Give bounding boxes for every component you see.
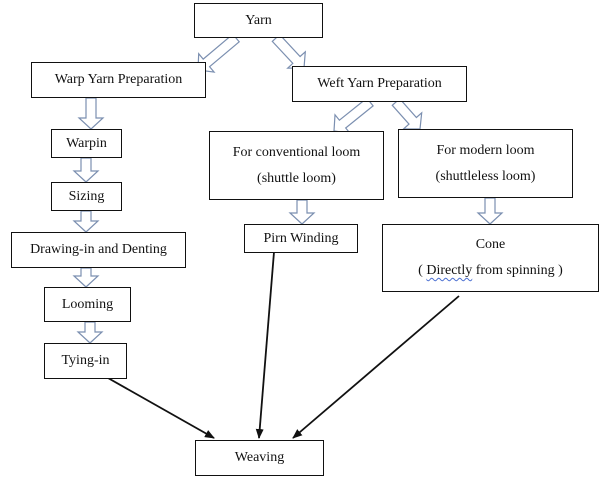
node-drawing-in-and-denting-label: Drawing-in and Denting: [30, 242, 167, 257]
block-arrow-weft-prep-to-conventional: [333, 97, 374, 135]
node-sizing: Sizing: [51, 182, 122, 211]
node-sizing-label: Sizing: [68, 188, 105, 204]
block-arrow-warp-prep-to-warpin: [77, 97, 105, 130]
node-pirn-winding: Pirn Winding: [244, 224, 358, 253]
node-cone-line1: Cone: [475, 237, 506, 252]
node-warp-yarn-preparation: Warp Yarn Preparation: [31, 62, 206, 98]
spellcheck-underlined-word: Directly: [426, 263, 473, 278]
node-tying-in: Tying-in: [44, 343, 127, 379]
block-arrow-sizing-to-drawing-in: [72, 210, 100, 233]
arrow-pirn-winding-to-weaving: [255, 251, 275, 439]
node-conventional-loom-line1: For conventional loom: [232, 144, 361, 160]
node-looming-label: Looming: [61, 296, 114, 312]
block-arrow-weft-prep-to-modern: [391, 97, 423, 130]
node-conventional-loom: For conventional loom (shuttle loom): [209, 131, 384, 200]
node-weaving: Weaving: [195, 440, 324, 476]
node-modern-loom-line1: For modern loom: [436, 142, 535, 158]
block-arrow-looming-to-tying-in: [76, 321, 104, 344]
block-arrow-yarn-to-warp-prep: [197, 33, 241, 73]
node-warpin: Warpin: [51, 129, 122, 158]
block-arrow-conventional-to-pirn: [288, 199, 316, 225]
node-weft-yarn-preparation: Weft Yarn Preparation: [292, 66, 467, 102]
node-drawing-in-and-denting: Drawing-in and Denting: [11, 232, 186, 268]
node-weft-yarn-preparation-label: Weft Yarn Preparation: [317, 76, 442, 91]
node-looming: Looming: [44, 287, 131, 322]
node-tying-in-label: Tying-in: [61, 353, 110, 368]
node-conventional-loom-line2: (shuttle loom): [257, 170, 336, 186]
block-arrow-warpin-to-sizing: [72, 157, 100, 183]
block-arrow-yarn-to-weft-prep: [271, 33, 307, 69]
arrow-tying-in-to-weaving: [107, 377, 215, 439]
node-warpin-label: Warpin: [66, 135, 107, 151]
node-yarn-label: Yarn: [245, 12, 272, 28]
node-warp-yarn-preparation-label: Warp Yarn Preparation: [54, 72, 183, 87]
node-cone-line2-suffix: from spinning ): [472, 263, 563, 278]
node-modern-loom-line2: (shuttleless loom): [435, 168, 536, 184]
block-arrow-modern-to-cone: [476, 197, 504, 225]
node-weaving-label: Weaving: [234, 450, 285, 465]
node-cone-line2: ( Directly from spinning ): [418, 264, 563, 278]
node-cone: Cone ( Directly from spinning ): [382, 224, 599, 292]
node-modern-loom: For modern loom (shuttleless loom): [398, 129, 573, 198]
arrow-cone-to-weaving: [292, 295, 460, 439]
node-yarn: Yarn: [194, 3, 323, 38]
node-cone-line2-prefix: (: [418, 263, 427, 278]
node-pirn-winding-label: Pirn Winding: [263, 230, 339, 246]
block-arrow-drawing-in-to-looming: [72, 267, 100, 288]
